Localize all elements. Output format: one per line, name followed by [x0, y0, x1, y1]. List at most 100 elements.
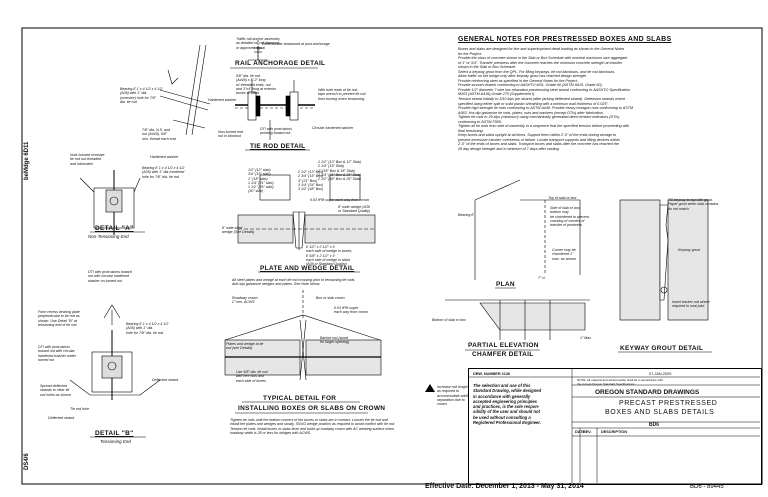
detail-a-title: DETAIL "A"	[95, 225, 134, 232]
general-note-line: Tighten tie rods to 29 kips (minimum) us…	[458, 115, 620, 120]
sheet-number: BD6 - 89445	[690, 484, 724, 490]
rev-head-rev: REV.	[583, 430, 592, 434]
side-label-bottom: DS4/6	[24, 453, 30, 470]
callout-bearing-b: Bearing E 1 x 4 1/2 x 4 1/2(A36) with 1"…	[126, 322, 169, 335]
general-note-line: specified using either split or solid pl…	[458, 101, 609, 106]
typical-title-2: INSTALLING BOXES OR SLABS ON CROWN	[238, 405, 386, 412]
callout-fill-keyway: Fill keyway to top with grout.Paper grou…	[668, 198, 719, 211]
keyway-sketch	[619, 199, 709, 321]
plate-wedge-sketch	[237, 174, 376, 250]
callout-plate-note: All steel plates and wedge at each tie r…	[232, 278, 356, 287]
callout-deflected-2: Deflected strand	[152, 378, 179, 382]
general-note-line: M203 (ASTM A416),Grade 270 (Supplement I…	[458, 92, 536, 97]
callout-bearing-mid: Bearing E 1 x 4 1/2 x 4 1/2(A36) with 1"…	[142, 166, 185, 179]
general-note-line: final tensioning.	[458, 128, 484, 133]
effective-date: Effective Date: December 1, 2013 - May 3…	[425, 483, 584, 490]
plan-title: PLAN	[496, 281, 515, 288]
chamfer-sketch	[445, 179, 590, 340]
callout-top-slab: Top of slab or box	[548, 196, 577, 200]
general-note-line: Keep boxes and slabs upright at all time…	[458, 133, 617, 138]
title-block: DRW. NUMBER 2136 07-JAN-2009 NOTE: All m…	[468, 368, 762, 485]
drawing-number-label: DRW. NUMBER 2136	[473, 372, 511, 376]
general-note-line: Provide 1/2" diameter 7 wire low relaxat…	[458, 87, 631, 92]
general-note-line: 2'-0" of the ends of boxes and slabs. Tr…	[458, 142, 619, 147]
callout-with-ends: With both ends of tie rod,tape wrench to…	[318, 88, 366, 101]
rev-head-date: DATE	[575, 430, 586, 434]
general-note-line: 28 day design strength and a minimum of …	[458, 147, 560, 152]
general-note-line: Boxes and slabs are designed for live an…	[458, 47, 625, 51]
callout-deflector: Deflector bar downward at post anchorage	[262, 42, 330, 46]
general-note-line: conforming to ASTM F959.	[458, 119, 502, 124]
general-note-line: Select a keyway grout from the QPL. For …	[458, 69, 616, 74]
general-note-line: Provide high strength tie rods conformin…	[458, 106, 634, 111]
bearing-top-sketch	[159, 44, 211, 136]
general-note-line: for the Project.	[458, 51, 482, 56]
general-note-line: A563. Hot-dip galvanize tie rods, plates…	[458, 110, 604, 115]
general-notes-title: GENERAL NOTES FOR PRESTRESSED BOXES AND …	[458, 36, 672, 43]
callout-box-slab: Box or slab crown	[316, 296, 345, 300]
callout-bottom-slab: Bottom of slab or box	[432, 318, 466, 322]
callout-hardened-washer-2: Hardened washer	[150, 155, 179, 159]
general-note-line: Provide the class of concrete shown in t…	[458, 56, 628, 61]
partial-elevation-title: PARTIAL ELEVATION	[468, 342, 539, 349]
callout-fy-plate: 0.03 ft³/ft super each way from crown	[310, 198, 370, 202]
drawing-title-2: BOXES AND SLABS DETAILS	[605, 409, 715, 416]
callout-hardened-washer: Hardened washer	[208, 98, 237, 102]
plate-wedge-title: PLATE AND WEDGE DETAIL	[260, 265, 355, 272]
callout-depths-left: 1/2" (12" slab)3/4" (15" slab)1" (18" sl…	[248, 168, 274, 194]
general-note-line: shown in the Slab or Box Schedule.	[458, 65, 517, 70]
general-notes-body: Boxes and slabs are designed for live an…	[458, 47, 758, 152]
tie-rod-sketch	[235, 80, 315, 140]
chamfer-detail-title: CHAMFER DETAIL	[472, 351, 534, 358]
callout-tierod-hole: Tie rod hole	[70, 407, 89, 411]
title-block-note: NOTE: All material and workmanship shall…	[577, 378, 663, 386]
callout-deflected: Deflected strand	[48, 416, 75, 420]
general-note-line: of 1" or 3/4". Transfer prestress after …	[458, 60, 623, 65]
tie-rod-title: TIE ROD DETAIL	[250, 143, 306, 150]
callout-bearing-top: Bearing E 1 x 4 1/2 x 4 1/2(A36) with 1"…	[120, 87, 163, 104]
callout-bearing-e: Bearing E	[458, 213, 474, 217]
callout-bottom-note: Tighten tie rods until the bottom corner…	[230, 418, 396, 435]
rev-head-desc: DESCRIPTION	[601, 430, 627, 434]
title-block-lines	[468, 368, 760, 483]
rail-anchorage-title: RAIL ANCHORAGE DETAIL	[235, 60, 326, 67]
general-note-line: prevent excessive camber, overstress or …	[458, 137, 620, 142]
agency-name: OREGON STANDARD DRAWINGS	[595, 389, 700, 396]
detail-b-title: DETAIL "B"	[95, 430, 134, 437]
detail-a-subtitle: Non-Tensioning End	[88, 234, 129, 239]
drawing-date: 07-JAN-2009	[649, 372, 672, 376]
general-note-line: Tension strand initially to 3/10 kips pe…	[458, 97, 626, 102]
callout-depths-right: 2 1/2" (13" Box)2 3/4" (15" Box)3" (21" …	[298, 170, 324, 192]
general-note-line: Allow traffic on the bridge only after k…	[458, 74, 587, 79]
general-note-line: Provide smooth dowels conforming to AASH…	[458, 83, 603, 88]
crown-sketch	[224, 290, 382, 381]
typical-title-1: TYPICAL DETAIL FOR	[263, 395, 337, 402]
detail-b-subtitle: Tensioning End	[100, 439, 131, 444]
callout-rod-list: 1 1/2" (13" Box & 12" Slab)2 1/4" (15" S…	[318, 160, 361, 182]
detail-a-sketch	[79, 170, 141, 235]
callout-keyway-grout: Keyway grout	[678, 248, 700, 252]
drawing-title-1: PRECAST PRESTRESSED	[619, 400, 718, 407]
keyway-grout-title: KEYWAY GROUT DETAIL	[620, 345, 704, 352]
callout-dim-7: 7" cl	[538, 276, 545, 280]
